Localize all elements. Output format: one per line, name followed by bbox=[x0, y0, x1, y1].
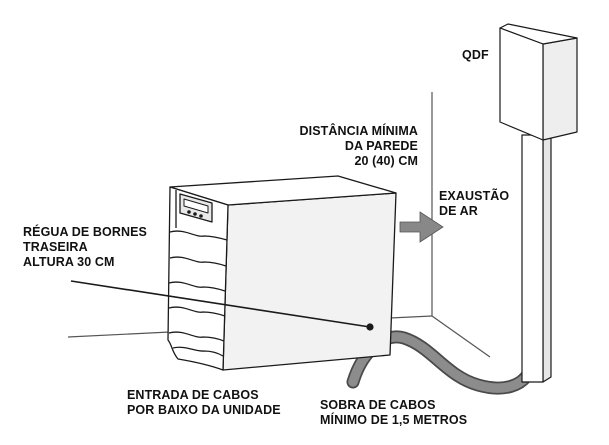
module-line bbox=[172, 346, 224, 357]
terminal-strip-point bbox=[366, 323, 374, 331]
panel-button bbox=[193, 212, 197, 216]
cable-entry-label: ENTRADA DE CABOS POR BAIXO DA UNIDADE bbox=[127, 388, 281, 418]
floor-back-line-right bbox=[389, 315, 433, 319]
panel-display bbox=[183, 198, 209, 214]
module-line bbox=[169, 230, 228, 241]
terminal-strip-line-1: RÉGUA DE BORNES bbox=[23, 225, 147, 239]
terminal-strip-line-3: ALTURA 30 CM bbox=[23, 255, 115, 269]
module-line bbox=[169, 256, 227, 267]
module-line bbox=[168, 281, 226, 292]
wall-distance-line-1: DISTÂNCIA MÍNIMA bbox=[299, 124, 418, 138]
floor-side-line bbox=[431, 315, 491, 358]
cable-slack-line-1: SOBRA DE CABOS bbox=[320, 398, 436, 412]
cabinet-module-lines bbox=[168, 230, 228, 357]
terminal-strip-pointer bbox=[70, 280, 371, 328]
cable-slack-line-2: MÍNIMO DE 1,5 METROS bbox=[320, 413, 468, 427]
terminal-strip-line-2: TRASEIRA bbox=[23, 240, 88, 254]
air-exhaust-line-1: EXAUSTÃO bbox=[439, 189, 510, 203]
control-panel-icon bbox=[179, 193, 213, 223]
qdf-label-text: QDF bbox=[462, 48, 489, 62]
cabinet-side-face bbox=[222, 192, 397, 371]
air-exhaust-line-2: DE AR bbox=[439, 204, 478, 218]
room-lines bbox=[67, 92, 491, 358]
wall-distance-line-2: DA PAREDE bbox=[344, 139, 418, 153]
arrow-right-icon bbox=[399, 211, 444, 243]
qdf-box-front bbox=[499, 27, 544, 141]
qdf-pole-side bbox=[542, 129, 552, 383]
terminal-strip-label: RÉGUA DE BORNES TRASEIRA ALTURA 30 CM bbox=[23, 225, 147, 270]
module-line bbox=[168, 331, 225, 342]
ups-cabinet bbox=[167, 175, 397, 371]
air-exhaust-label: EXAUSTÃO DE AR bbox=[439, 189, 509, 219]
qdf-box-side bbox=[542, 37, 578, 141]
wall-distance-line-3: 20 (40) CM bbox=[354, 154, 418, 168]
qdf-pole-front bbox=[521, 134, 544, 383]
wall-distance-label: DISTÂNCIA MÍNIMA DA PAREDE 20 (40) CM bbox=[270, 124, 418, 169]
panel-button bbox=[187, 210, 191, 214]
cable-entry-line-2: POR BAIXO DA UNIDADE bbox=[127, 403, 281, 417]
cable-slack-label: SOBRA DE CABOS MÍNIMO DE 1,5 METROS bbox=[320, 398, 467, 428]
cabinet-front-face bbox=[167, 186, 229, 371]
qdf-panel bbox=[499, 23, 578, 383]
floor-back-line-left bbox=[67, 331, 171, 338]
cable-entry-line-1: ENTRADA DE CABOS bbox=[127, 388, 259, 402]
module-line bbox=[168, 306, 226, 317]
qdf-label: QDF bbox=[462, 48, 489, 63]
panel-button bbox=[199, 214, 203, 218]
